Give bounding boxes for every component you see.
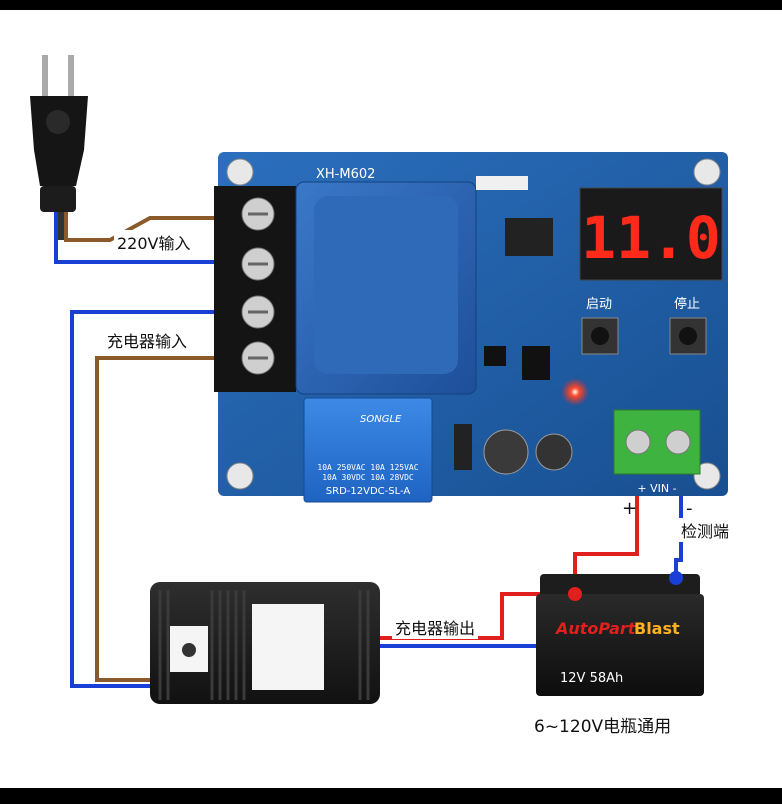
charger-input-label: 充电器输入 (104, 328, 191, 352)
plug-strain-relief (40, 186, 76, 212)
header-pins (476, 176, 528, 190)
charger (150, 582, 380, 704)
capacitor-small (535, 433, 573, 471)
battery-badge: Blast (634, 619, 680, 638)
ac-input-label: 220V输入 (114, 230, 194, 254)
battery-body (536, 594, 704, 696)
battery-positive-terminal (568, 587, 582, 601)
vin-screw-negative (665, 429, 691, 455)
capacitor-large (483, 429, 529, 475)
transformer-core (314, 196, 458, 374)
relay-spec-1: 10A 250VAC 10A 125VAC (317, 463, 418, 472)
plug-body (30, 96, 88, 186)
charger-switch[interactable] (182, 643, 196, 657)
relay-body (303, 397, 433, 503)
vin-label: + VIN - (637, 482, 676, 495)
plug-emboss (46, 110, 70, 134)
charger-spec-label (252, 604, 324, 690)
detect-terminal-label: 检测端 (678, 518, 733, 542)
battery: AutoPart Blast 12V 58Ah (536, 571, 704, 696)
battery-negative-terminal (669, 571, 683, 585)
led-display (579, 187, 723, 281)
mount-hole (226, 462, 254, 490)
charger-output-label: 充电器输出 (392, 615, 479, 639)
stop-label: 停止 (674, 296, 700, 312)
plug-prong-right (68, 55, 74, 97)
battery-rating: 12V 58Ah (560, 671, 623, 686)
mount-hole (693, 158, 721, 186)
transistor (484, 346, 506, 366)
ac-blue-wire (54, 210, 240, 264)
voltage-regulator (522, 346, 550, 380)
control-board: XH-M602 11.0 启动 停止 + VIN - (214, 152, 728, 496)
negative-sign: - (686, 498, 693, 519)
stop-button-cap[interactable] (679, 327, 697, 345)
battery-brand: AutoPart (554, 619, 637, 638)
positive-sign: + (622, 498, 638, 519)
charger-input-brown-wire (95, 356, 240, 682)
charger-input-blue-wire (70, 310, 240, 688)
relay-spec-2: 10A 30VDC 10A 28VDC (322, 473, 414, 482)
ic-chip (505, 218, 553, 256)
relay-brand: SONGLE (360, 414, 402, 425)
power-plug (30, 55, 88, 212)
display-reading: 11.0 (581, 204, 721, 272)
battery-range-label: 6~120V电瓶通用 (534, 717, 672, 737)
status-led (561, 378, 589, 406)
terminal-screws (241, 197, 275, 375)
plug-prong-left (42, 55, 48, 97)
start-button-cap[interactable] (591, 327, 609, 345)
board-model: XH-M602 (316, 167, 375, 182)
mount-hole (226, 158, 254, 186)
diode (454, 424, 472, 470)
start-label: 启动 (586, 297, 612, 312)
ac-brown-wire (64, 210, 240, 242)
relay-model: SRD-12VDC-SL-A (326, 486, 411, 497)
vin-screw-positive (625, 429, 651, 455)
relay: SONGLE 10A 250VAC 10A 125VAC 10A 30VDC 1… (303, 397, 433, 503)
charger-vents (158, 590, 370, 700)
plug-cord (55, 210, 65, 240)
